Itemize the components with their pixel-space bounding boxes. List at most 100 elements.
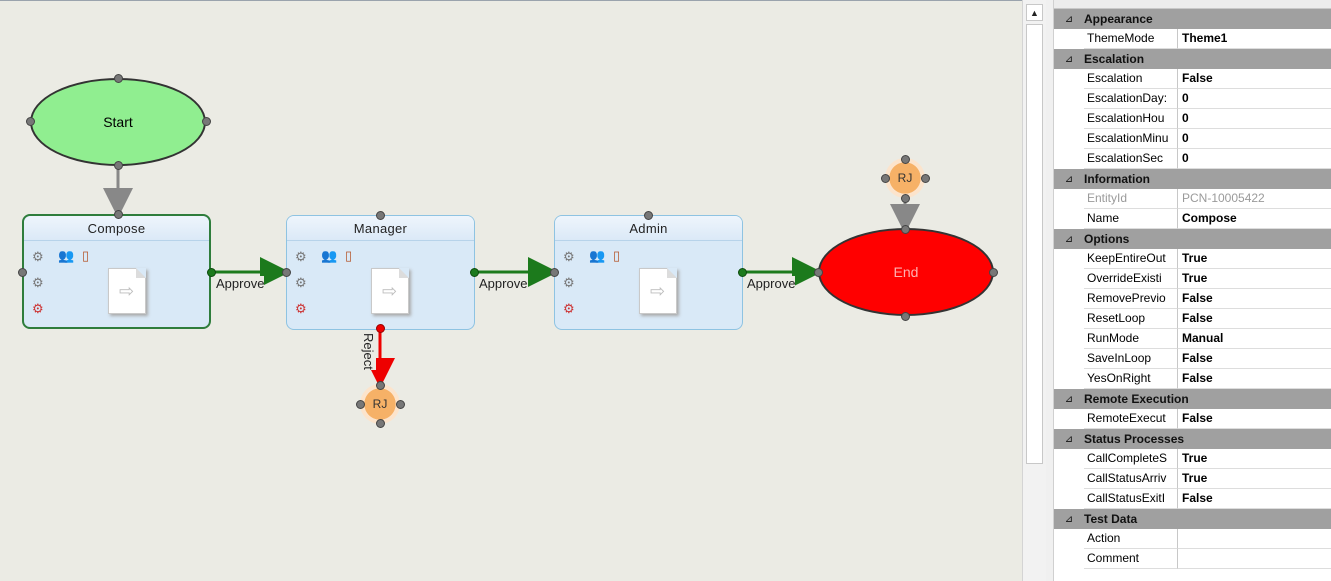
rj-bottom-port-top[interactable] [376,381,385,390]
collapse-icon[interactable]: ⊿ [1064,433,1074,445]
rj-node-bottom[interactable]: RJ [360,384,400,424]
rj-top-port-right[interactable] [921,174,930,183]
end-port-top[interactable] [901,225,910,234]
property-value[interactable] [1178,529,1331,549]
scroll-up-arrow-icon[interactable]: ▲ [1026,4,1043,21]
compose-port-right[interactable] [207,268,216,277]
property-value[interactable]: False [1178,69,1331,89]
category-test-data[interactable]: ⊿Test Data [1054,509,1331,529]
rj-bottom-port-bottom[interactable] [376,419,385,428]
delete-settings-icon[interactable]: ⚙ [295,301,307,316]
manager-port-top[interactable] [376,211,385,220]
collapse-icon[interactable]: ⊿ [1064,173,1074,185]
settings-icon[interactable]: ⚙ [563,249,575,264]
delete-settings-icon[interactable]: ⚙ [32,301,44,316]
delete-settings-icon[interactable]: ⚙ [563,301,575,316]
property-value[interactable]: True [1178,469,1331,489]
rj-top-port-bottom[interactable] [901,194,910,203]
end-port-right[interactable] [989,268,998,277]
users-icon[interactable]: 👥 [589,248,606,263]
canvas-vertical-scrollbar[interactable]: ▲ [1022,0,1046,581]
end-node[interactable]: End [818,228,994,316]
property-value[interactable]: True [1178,249,1331,269]
category-escalation[interactable]: ⊿Escalation [1054,49,1331,69]
admin-port-right[interactable] [738,268,747,277]
settings-icon[interactable]: ⚙ [295,275,307,290]
start-port-top[interactable] [114,74,123,83]
start-port-right[interactable] [202,117,211,126]
property-value[interactable]: True [1178,269,1331,289]
property-row[interactable]: Comment [1054,549,1331,569]
property-row[interactable]: Action [1054,529,1331,549]
property-value[interactable]: True [1178,449,1331,469]
property-value[interactable]: False [1178,289,1331,309]
property-value[interactable]: Compose [1178,209,1331,229]
category-information[interactable]: ⊿Information [1054,169,1331,189]
category-options[interactable]: ⊿Options [1054,229,1331,249]
manager-node[interactable]: Manager ⚙ 👥 ▯ ⚙ ⚙ ⇨ [286,215,475,330]
users-icon[interactable]: 👥 [58,248,75,263]
admin-port-left[interactable] [550,268,559,277]
settings-icon[interactable]: ⚙ [295,249,307,264]
property-value[interactable]: 0 [1178,89,1331,109]
door-icon[interactable]: ▯ [345,248,353,263]
manager-port-left[interactable] [282,268,291,277]
panel-splitter[interactable] [1046,0,1054,581]
property-value[interactable]: PCN-10005422 [1178,189,1331,209]
start-port-left[interactable] [26,117,35,126]
start-node[interactable]: Start [30,78,206,166]
collapse-icon[interactable]: ⊿ [1064,53,1074,65]
category-remote-execution[interactable]: ⊿Remote Execution [1054,389,1331,409]
manager-port-right[interactable] [470,268,479,277]
property-value[interactable]: 0 [1178,109,1331,129]
compose-port-left[interactable] [18,268,27,277]
property-value[interactable] [1178,549,1331,569]
property-value[interactable]: False [1178,489,1331,509]
compose-node[interactable]: Compose ⚙ 👥 ▯ ⚙ ⚙ ⇨ [22,214,211,329]
admin-port-top[interactable] [644,211,653,220]
property-value[interactable]: False [1178,369,1331,389]
settings-icon[interactable]: ⚙ [32,249,44,264]
rj-top-port-left[interactable] [881,174,890,183]
rj-node-top[interactable]: RJ [885,158,925,198]
category-appearance[interactable]: ⊿Appearance [1054,9,1331,29]
property-value[interactable]: Manual [1178,329,1331,349]
collapse-icon[interactable]: ⊿ [1064,393,1074,405]
collapse-icon[interactable]: ⊿ [1064,13,1074,25]
collapse-icon[interactable]: ⊿ [1064,513,1074,525]
property-value[interactable]: False [1178,409,1331,429]
rj-top-port-top[interactable] [901,155,910,164]
users-icon[interactable]: 👥 [321,248,338,263]
settings-icon[interactable]: ⚙ [563,275,575,290]
admin-node[interactable]: Admin ⚙ 👥 ▯ ⚙ ⚙ ⇨ [554,215,743,330]
start-port-bottom[interactable] [114,161,123,170]
property-value[interactable]: False [1178,309,1331,329]
settings-icon[interactable]: ⚙ [32,275,44,290]
compose-port-top[interactable] [114,210,123,219]
workflow-canvas[interactable]: Start Compose ⚙ 👥 ▯ ⚙ ⚙ ⇨ Manager ⚙ 👥 ▯ … [0,0,1022,581]
door-icon[interactable]: ▯ [82,248,90,263]
property-value[interactable]: 0 [1178,129,1331,149]
scroll-thumb[interactable] [1026,24,1043,464]
end-port-left[interactable] [814,268,823,277]
category-status-processes[interactable]: ⊿Status Processes [1054,429,1331,449]
door-icon[interactable]: ▯ [613,248,621,263]
property-value[interactable]: False [1178,349,1331,369]
rj-bottom-port-left[interactable] [356,400,365,409]
